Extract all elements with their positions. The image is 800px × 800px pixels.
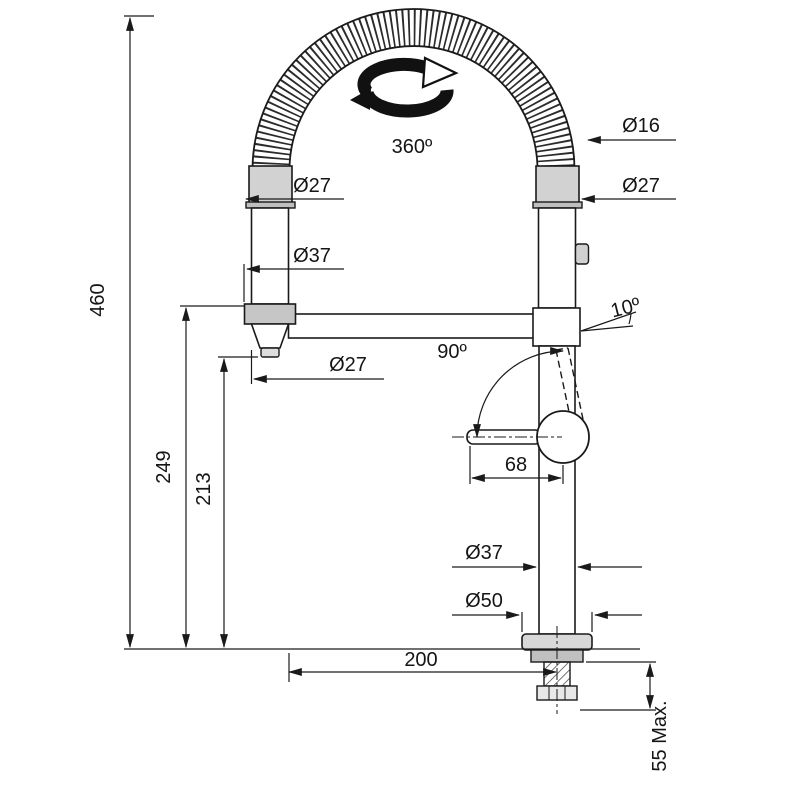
body-lower-column — [538, 345, 576, 635]
diverter-button — [574, 243, 590, 265]
dim-body-diameter: Ø37 — [465, 542, 503, 564]
dim-column-diameter: Ø27 — [622, 175, 660, 197]
rotation-arrowhead-icon — [421, 56, 459, 89]
spray-head-outlet — [250, 323, 290, 349]
spray-head-tip — [260, 347, 280, 358]
dim-lever-angle: 90º — [437, 341, 467, 363]
dim-outlet-diameter: Ø27 — [329, 354, 367, 376]
dimension-lines — [124, 15, 676, 711]
dim-lever-length: 68 — [505, 454, 527, 476]
dim-outlet-height: 213 — [193, 472, 215, 505]
dim-head-diameter: Ø27 — [293, 175, 331, 197]
dim-hose-diameter: Ø16 — [622, 115, 660, 137]
hose-connector-left — [245, 165, 296, 209]
spring-hose-arch — [251, 8, 576, 171]
hose-connector-right — [532, 165, 583, 209]
dim-base-diameter: Ø50 — [465, 590, 503, 612]
spray-head-body — [250, 207, 290, 305]
dim-total-height: 460 — [87, 283, 109, 316]
dim-spout-height: 249 — [153, 450, 175, 483]
dim-deck-max: 55 Max. — [649, 700, 671, 771]
spout-arm — [287, 313, 536, 339]
arm-joint-block — [532, 307, 581, 347]
dim-reach: 200 — [404, 649, 437, 671]
rotation-tail-arrow-icon — [350, 88, 371, 110]
dim-rotation-angle: 360º — [392, 136, 433, 158]
faucet-drawing — [243, 8, 593, 714]
dim-holder-diameter: Ø37 — [293, 245, 331, 267]
rotation-symbol — [350, 56, 459, 118]
spray-head-holder-ring — [243, 303, 297, 325]
dim-tilt-angle: 10º — [609, 294, 644, 323]
body-upper-column — [537, 207, 577, 309]
